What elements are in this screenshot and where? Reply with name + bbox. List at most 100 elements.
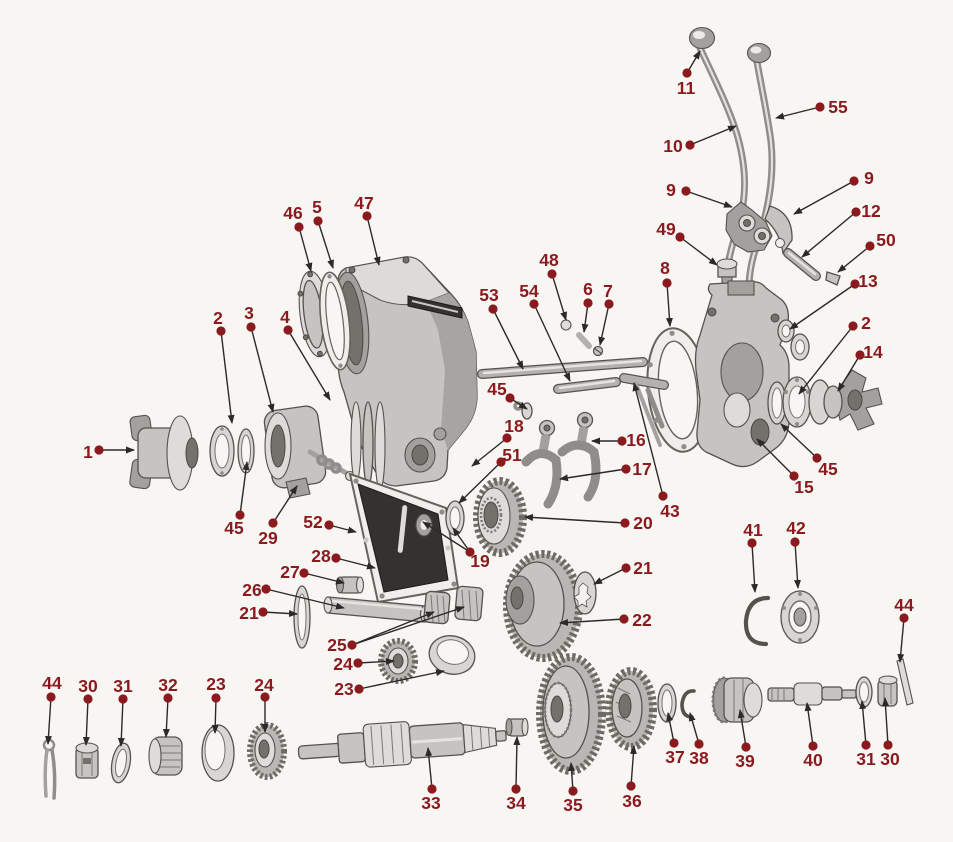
callout-number: 29 xyxy=(258,528,278,548)
callout-5-13: 5 xyxy=(312,197,334,269)
leader-line xyxy=(804,702,814,747)
callout-number: 23 xyxy=(206,674,226,694)
callout-26-41: 26 xyxy=(242,580,345,610)
callout-39-58: 39 xyxy=(735,709,755,771)
part-washer-left xyxy=(110,742,132,784)
callout-number: 3 xyxy=(244,303,254,323)
callout-dot xyxy=(488,304,498,314)
leader-line xyxy=(425,747,433,790)
callout-28-39: 28 xyxy=(311,546,376,570)
callout-22-35: 22 xyxy=(559,610,652,630)
callout-33-52: 33 xyxy=(421,747,441,813)
part-lever-pivot-bracket xyxy=(725,201,793,255)
leader-line xyxy=(328,524,357,534)
leader-line xyxy=(793,180,855,215)
part-roller-bearing-b xyxy=(454,585,484,622)
callout-dot xyxy=(899,613,909,623)
part-set-screw xyxy=(825,271,841,286)
callout-dot xyxy=(347,640,357,650)
callout-number: 37 xyxy=(665,747,684,767)
leader-line xyxy=(789,283,856,330)
callout-number: 9 xyxy=(864,168,874,188)
callout-dot xyxy=(529,299,539,309)
callout-dot xyxy=(658,491,668,501)
callout-7-19: 7 xyxy=(598,281,614,346)
callout-dot xyxy=(849,176,859,186)
leader-line xyxy=(162,697,170,738)
callout-32-49: 32 xyxy=(158,675,178,738)
callout-number: 49 xyxy=(656,219,676,239)
callout-dot xyxy=(865,241,875,251)
leader-line xyxy=(358,669,445,690)
callout-dot xyxy=(324,520,334,530)
callout-dot xyxy=(260,692,270,702)
part-front-bearing-cap xyxy=(263,405,327,499)
callout-dot xyxy=(83,694,93,704)
leader-line xyxy=(559,468,627,482)
callout-45-24: 45 xyxy=(487,379,528,410)
callout-number: 16 xyxy=(626,430,646,450)
callout-number: 22 xyxy=(632,610,652,630)
callout-15-30: 15 xyxy=(756,438,814,497)
callout-dot xyxy=(855,350,865,360)
part-shift-lever-right xyxy=(745,42,776,322)
part-threaded-nut xyxy=(148,736,183,776)
callout-dot xyxy=(511,784,521,794)
leader-line xyxy=(351,611,435,646)
callout-dot xyxy=(626,781,636,791)
leader-line xyxy=(801,211,857,258)
callout-13-9: 13 xyxy=(789,271,878,330)
callout-number: 15 xyxy=(794,477,814,497)
callout-dot xyxy=(861,740,871,750)
leader-line xyxy=(262,610,298,618)
callout-number: 7 xyxy=(603,281,613,301)
callout-37-56: 37 xyxy=(665,712,685,767)
part-castle-nut-left xyxy=(75,742,99,779)
callout-dot xyxy=(583,298,593,308)
callout-number: 35 xyxy=(563,795,583,815)
callout-number: 24 xyxy=(254,675,274,695)
leader-line xyxy=(568,762,576,792)
callout-dot xyxy=(789,471,799,481)
callout-dot xyxy=(505,393,515,403)
callout-dot xyxy=(568,786,578,796)
part-rear-flange-yoke xyxy=(808,369,883,431)
leader-line xyxy=(581,302,589,333)
callout-dot xyxy=(694,739,704,749)
callout-number: 53 xyxy=(479,285,499,305)
callout-number: 44 xyxy=(42,673,62,693)
callout-dot xyxy=(313,216,323,226)
callout-44-46: 44 xyxy=(42,673,62,745)
leader-line xyxy=(780,423,818,459)
callout-number: 27 xyxy=(280,562,299,582)
callout-number: 47 xyxy=(354,193,373,213)
callout-number: 17 xyxy=(632,459,651,479)
callout-number: 33 xyxy=(421,793,441,813)
callout-dot xyxy=(354,684,364,694)
callout-43-29: 43 xyxy=(632,382,680,521)
part-shift-fork-left xyxy=(521,419,562,509)
callout-3-21: 3 xyxy=(244,303,275,413)
part-cross-link xyxy=(634,382,662,447)
part-washer-37 xyxy=(657,683,677,723)
leader-line xyxy=(689,125,737,146)
callout-dot xyxy=(675,232,685,242)
callout-dot xyxy=(261,584,271,594)
leader-line xyxy=(452,527,471,553)
leader-line xyxy=(211,697,219,734)
callout-4-22: 4 xyxy=(280,307,331,401)
leader-line xyxy=(679,236,718,266)
callout-18-25: 18 xyxy=(471,416,524,467)
leader-line xyxy=(298,226,313,272)
callout-number: 21 xyxy=(239,603,259,623)
leader-line xyxy=(882,697,890,746)
callout-dot xyxy=(258,607,268,617)
part-front-washer xyxy=(237,428,255,474)
part-nut-30-right xyxy=(877,675,898,707)
part-rear-output-cap xyxy=(694,280,790,468)
callout-dot xyxy=(685,140,695,150)
callout-dot xyxy=(662,278,672,288)
callout-1-23: 1 xyxy=(83,442,135,462)
callout-number: 26 xyxy=(242,580,262,600)
